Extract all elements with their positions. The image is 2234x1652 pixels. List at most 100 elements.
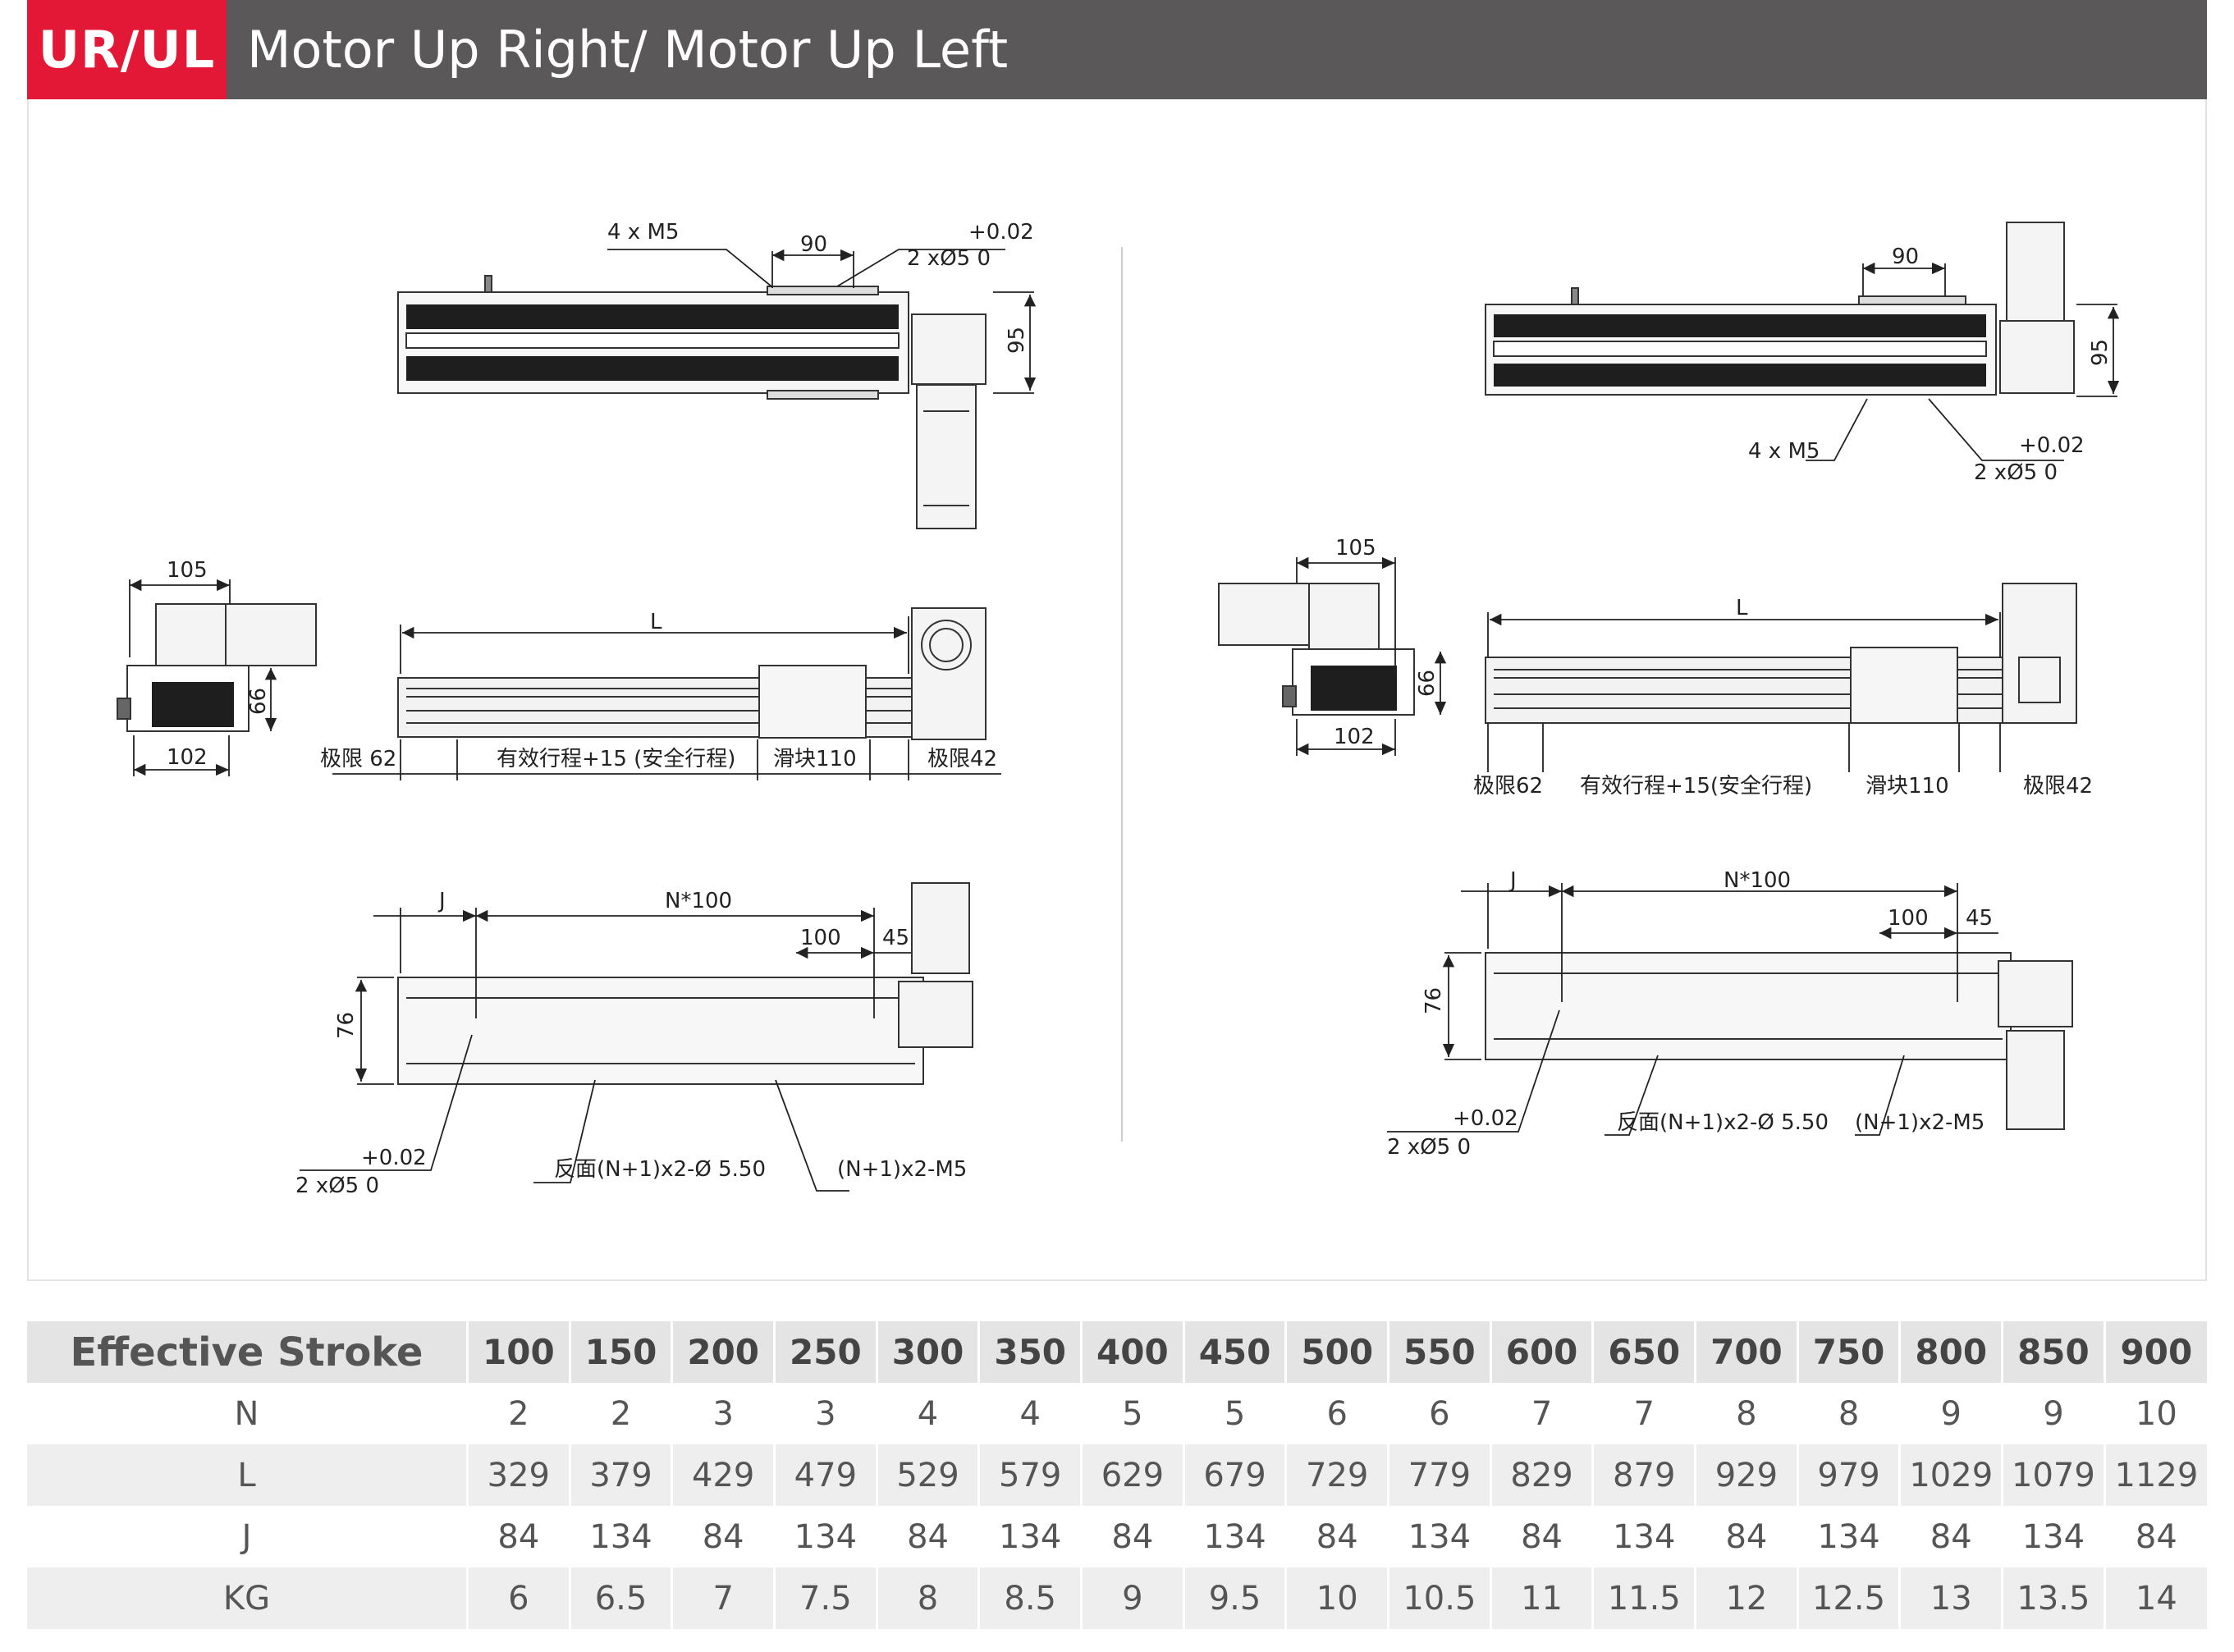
table-cell: 84 (1284, 1506, 1389, 1567)
table-cell: 429 (671, 1444, 775, 1506)
table-cell: 84 (671, 1506, 775, 1567)
right-side-slider: 滑块110 (1865, 774, 1949, 799)
left-bottom-view (397, 882, 973, 1085)
left-top-dims (607, 249, 1037, 394)
table-cell: 6 (466, 1567, 570, 1629)
table-cell: 134 (1182, 1506, 1286, 1567)
table-cell: 134 (1796, 1506, 1900, 1567)
left-bottom-dim-76: 76 (334, 1012, 359, 1039)
stroke-header-cell: 900 (2103, 1321, 2207, 1383)
table-cell: 12.5 (1796, 1567, 1900, 1629)
header-label: Effective Stroke (27, 1321, 468, 1383)
table-cell: 5 (1080, 1383, 1184, 1444)
left-side-view (397, 607, 987, 740)
stroke-header-cell: 200 (671, 1321, 775, 1383)
left-bottom-dim-100: 100 (800, 926, 841, 950)
left-side-limit-62: 极限 62 (320, 747, 396, 771)
table-cell: 134 (1591, 1506, 1696, 1567)
table-cell: 84 (466, 1506, 570, 1567)
right-side-limit-42: 极限42 (2023, 774, 2093, 799)
stroke-header-cell: 850 (2001, 1321, 2105, 1383)
table-cell: 134 (977, 1506, 1082, 1567)
table-cell: 7.5 (773, 1567, 877, 1629)
table-cell: 134 (2001, 1506, 2105, 1567)
right-top-tolerance: +0.02 (2019, 433, 2085, 458)
page-title: Motor Up Right/ Motor Up Left (247, 20, 1009, 80)
table-cell: 8.5 (977, 1567, 1082, 1629)
table-cell: 929 (1694, 1444, 1798, 1506)
model-badge: UR/UL (27, 0, 227, 99)
right-side-stroke: 有效行程+15(安全行程) (1580, 774, 1812, 799)
right-bottom-holes-m5: (N+1)x2-M5 (1855, 1110, 1985, 1135)
table-cell: 379 (568, 1444, 672, 1506)
left-bottom-dim-N: N*100 (665, 889, 732, 913)
right-bottom-dim-45: 45 (1966, 906, 1993, 931)
table-cell: 10 (2103, 1383, 2207, 1444)
right-bottom-dim-76: 76 (1421, 987, 1446, 1014)
right-end-dim-66: 66 (1415, 670, 1440, 697)
table-cell: 10 (1284, 1567, 1389, 1629)
table-cell: 979 (1796, 1444, 1900, 1506)
table-cell: 2 (466, 1383, 570, 1444)
table-cell: 579 (977, 1444, 1082, 1506)
stroke-header-cell: 750 (1796, 1321, 1900, 1383)
table-cell: 11.5 (1591, 1567, 1696, 1629)
left-top-dim-95: 95 (1005, 327, 1029, 354)
table-cell: 4 (977, 1383, 1082, 1444)
table-cell: 7 (1591, 1383, 1696, 1444)
table-cell: 1029 (1898, 1444, 2003, 1506)
stroke-header-cell: 400 (1080, 1321, 1184, 1383)
table-cell: 8 (1796, 1383, 1900, 1444)
stroke-header-cell: 100 (466, 1321, 570, 1383)
left-side-limit-42: 极限42 (927, 747, 997, 771)
table-cell: 8 (1694, 1383, 1798, 1444)
table-cell: 12 (1694, 1567, 1798, 1629)
right-top-dim-95: 95 (2088, 339, 2113, 366)
table-cell: 1079 (2001, 1444, 2105, 1506)
table-cell: 479 (773, 1444, 877, 1506)
row-label: KG (27, 1567, 468, 1629)
table-cell: 6 (1387, 1383, 1491, 1444)
table-cell: 134 (1387, 1506, 1491, 1567)
right-top-holes-m5: 4 x M5 (1748, 439, 1820, 464)
table-cell: 679 (1182, 1444, 1286, 1506)
left-top-pins: 2 xØ5 0 (907, 246, 991, 271)
stroke-header-cell: 350 (977, 1321, 1082, 1383)
table-cell: 10.5 (1387, 1567, 1491, 1629)
technical-drawing-panel: 4 x M5 90 +0.02 2 xØ5 0 95 105 102 66 (27, 99, 2207, 1281)
right-bottom-pins: 2 xØ5 0 (1387, 1135, 1471, 1160)
table-cell: 84 (2103, 1506, 2207, 1567)
table-cell: 134 (568, 1506, 672, 1567)
table-cell: 329 (466, 1444, 570, 1506)
left-top-holes-m5: 4 x M5 (607, 220, 679, 245)
table-cell: 13 (1898, 1567, 2003, 1629)
right-end-dim-105: 105 (1335, 536, 1376, 561)
row-label: N (234, 1394, 259, 1433)
stroke-header-cell: 300 (875, 1321, 979, 1383)
stroke-header-cell: 800 (1898, 1321, 2003, 1383)
table-cell: 7 (1489, 1383, 1593, 1444)
left-bottom-tolerance: +0.02 (361, 1146, 427, 1170)
right-bottom-view (1485, 952, 2073, 1130)
stroke-header-cell: 650 (1591, 1321, 1696, 1383)
table-cell: 629 (1080, 1444, 1184, 1506)
left-top-dim-90: 90 (800, 232, 827, 257)
table-cell: 6.5 (568, 1567, 672, 1629)
table-cell: 529 (875, 1444, 979, 1506)
table-cell: 3 (773, 1383, 877, 1444)
left-side-dim-L: L (650, 610, 662, 634)
right-bottom-dim-N: N*100 (1724, 868, 1791, 893)
table-cell: 9 (1898, 1383, 2003, 1444)
table-cell: 779 (1387, 1444, 1491, 1506)
table-cell: 7 (671, 1567, 775, 1629)
stroke-header-cell: 500 (1284, 1321, 1389, 1383)
left-side-slider: 滑块110 (773, 747, 857, 771)
row-label: L (27, 1444, 468, 1506)
table-cell: 9 (2001, 1383, 2105, 1444)
